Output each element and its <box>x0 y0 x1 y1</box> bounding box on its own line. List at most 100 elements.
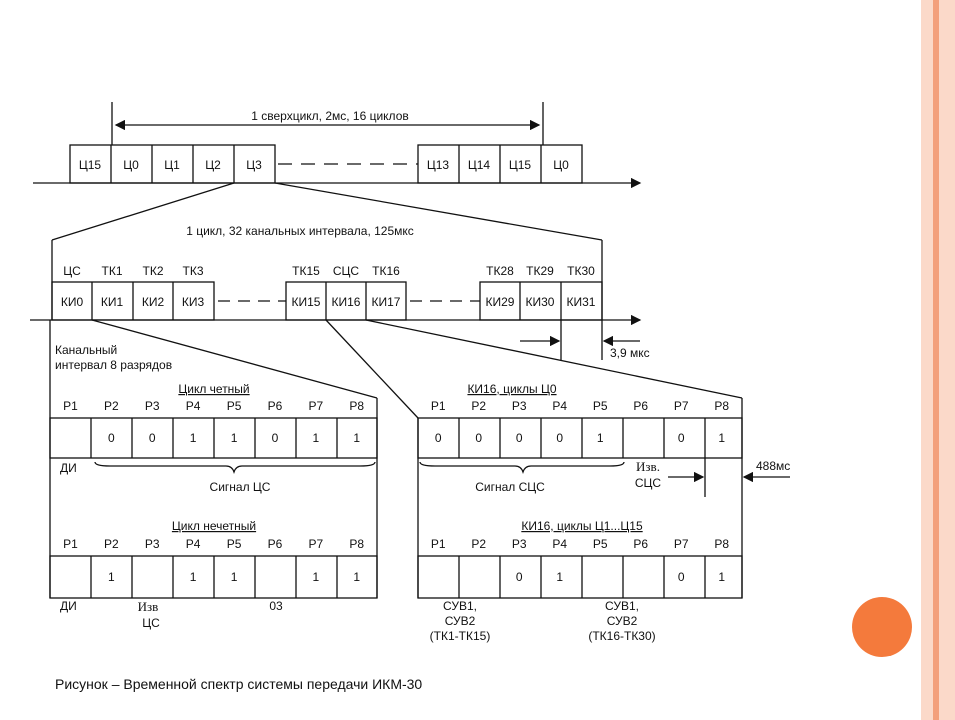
odd-di: ДИ <box>60 599 77 613</box>
odd-bit-header: P8 <box>349 537 364 551</box>
odd-bit-value: 1 <box>231 570 238 584</box>
odd-03: 03 <box>269 599 283 613</box>
ki16-c0-bit-value: 1 <box>718 431 725 445</box>
orange-circle-decoration <box>852 597 912 657</box>
ki16-c0-bit-value: 0 <box>678 431 685 445</box>
ki16-c0-bit-header: P6 <box>633 399 648 413</box>
even-di: ДИ <box>60 461 77 475</box>
frame-top-label: ТК3 <box>183 264 204 278</box>
ki16-c1-bit-value: 1 <box>718 570 725 584</box>
duration-label: 3,9 мкс <box>610 346 650 360</box>
sf-cell: Ц3 <box>246 158 262 172</box>
sf-cell: Ц15 <box>79 158 102 172</box>
sf-cell: Ц0 <box>553 158 569 172</box>
ki16-c0-bit-header: P1 <box>431 399 446 413</box>
sf-cell: Ц2 <box>205 158 221 172</box>
suv-left-1: СУВ1, <box>443 599 477 613</box>
ki16-c0-bit-value: 0 <box>556 431 563 445</box>
frame-cell: КИ3 <box>182 295 205 309</box>
frame-cell: КИ2 <box>142 295 165 309</box>
odd-bit-value: 1 <box>190 570 197 584</box>
frame-top-label: ТК16 <box>372 264 400 278</box>
sf-cell: Ц13 <box>427 158 450 172</box>
frame-top-label: ТК29 <box>526 264 554 278</box>
ki16-c1-bit-value: 0 <box>516 570 523 584</box>
odd-bit-header: P6 <box>268 537 283 551</box>
frame-top-label: ТК15 <box>292 264 320 278</box>
even-bit-header: P1 <box>63 399 78 413</box>
even-bit-value: 1 <box>231 431 238 445</box>
odd-bit-value: 1 <box>313 570 320 584</box>
frame-cell: КИ15 <box>292 295 321 309</box>
suv-left-3: (ТК1-ТК15) <box>430 629 491 643</box>
ki16-c1-bit-header: P7 <box>674 537 689 551</box>
right-decor-bar-dark <box>933 0 939 720</box>
even-bit-value: 0 <box>272 431 279 445</box>
even-bit-header: P8 <box>349 399 364 413</box>
frame-cell: КИ1 <box>101 295 124 309</box>
ki16-c1-bit-value: 0 <box>678 570 685 584</box>
frame-cell: КИ31 <box>567 295 596 309</box>
ki16-c0-bit-value: 0 <box>435 431 442 445</box>
frame-top-label: ТК1 <box>102 264 123 278</box>
even-bit-header: P6 <box>268 399 283 413</box>
ki16-c1-bit-header: P8 <box>714 537 729 551</box>
ki16-c1-bit-header: P2 <box>471 537 486 551</box>
right-decor-bar-light-2 <box>939 0 955 720</box>
even-bit-value: 1 <box>313 431 320 445</box>
frame-cell: КИ30 <box>526 295 555 309</box>
ki16-c0-izv-1: Изв. <box>636 459 660 474</box>
right-decor-bar-light <box>921 0 933 720</box>
ki16-c1-bit-header: P1 <box>431 537 446 551</box>
odd-bit-header: P3 <box>145 537 160 551</box>
odd-bit-value: 1 <box>108 570 115 584</box>
even-bit-header: P2 <box>104 399 119 413</box>
ki16-c0-bit-header: P3 <box>512 399 527 413</box>
frame-top-label: ТК2 <box>143 264 164 278</box>
sf-cell: Ц15 <box>509 158 532 172</box>
superframe-label: 1 сверхцикл, 2мс, 16 циклов <box>251 109 409 123</box>
ki16-c0-bit-header: P8 <box>714 399 729 413</box>
ki16-c1-bit-value: 1 <box>556 570 563 584</box>
ki16-c0-title: КИ16, циклы Ц0 <box>467 382 556 396</box>
odd-bit-header: P1 <box>63 537 78 551</box>
suv-right-1: СУВ1, <box>605 599 639 613</box>
odd-title: Цикл нечетный <box>172 519 256 533</box>
ki16-c0-izv-2: СЦС <box>635 476 662 490</box>
ki16-c1-bit-header: P4 <box>552 537 567 551</box>
frame-cell: КИ16 <box>332 295 361 309</box>
even-bit-value: 0 <box>108 431 115 445</box>
ki16-c0-bit-header: P2 <box>471 399 486 413</box>
odd-izv-2: ЦС <box>142 616 160 630</box>
even-bit-value: 1 <box>190 431 197 445</box>
frame-top-label: ЦС <box>63 264 81 278</box>
ki16-c1-title: КИ16, циклы Ц1...Ц15 <box>521 519 643 533</box>
ki16-c0-signal: Сигнал СЦС <box>475 480 545 494</box>
ki16-c1-bit-header: P3 <box>512 537 527 551</box>
frame-top-label: ТК30 <box>567 264 595 278</box>
odd-bit-header: P7 <box>309 537 324 551</box>
sf-cell: Ц0 <box>123 158 139 172</box>
ki16-c0-bit-value: 0 <box>475 431 482 445</box>
figure-caption: Рисунок – Временной спектр системы перед… <box>55 676 422 692</box>
suv-right-2: СУВ2 <box>607 614 638 628</box>
sf-cell: Ц1 <box>164 158 180 172</box>
even-bit-header: P4 <box>186 399 201 413</box>
frame-top-label: ТК28 <box>486 264 514 278</box>
ki16-c0-ms: 488мс <box>756 459 790 473</box>
ki16-c1-bit-header: P5 <box>593 537 608 551</box>
suv-right-3: (ТК16-ТК30) <box>588 629 655 643</box>
ki16-c0-bit-value: 1 <box>597 431 604 445</box>
even-bit-header: P3 <box>145 399 160 413</box>
frame-top-label: СЦС <box>333 264 360 278</box>
frame-cell: КИ0 <box>61 295 84 309</box>
frame-label: 1 цикл, 32 канальных интервала, 125мкс <box>186 224 414 238</box>
channel-note-2: интервал 8 разрядов <box>55 358 172 372</box>
channel-note-1: Канальный <box>55 343 117 357</box>
odd-izv-1: Изв <box>138 599 159 614</box>
ki16-c0-bit-value: 0 <box>516 431 523 445</box>
sf-cell: Ц14 <box>468 158 491 172</box>
even-title: Цикл четный <box>178 382 249 396</box>
ki16-c0-bit-header: P7 <box>674 399 689 413</box>
